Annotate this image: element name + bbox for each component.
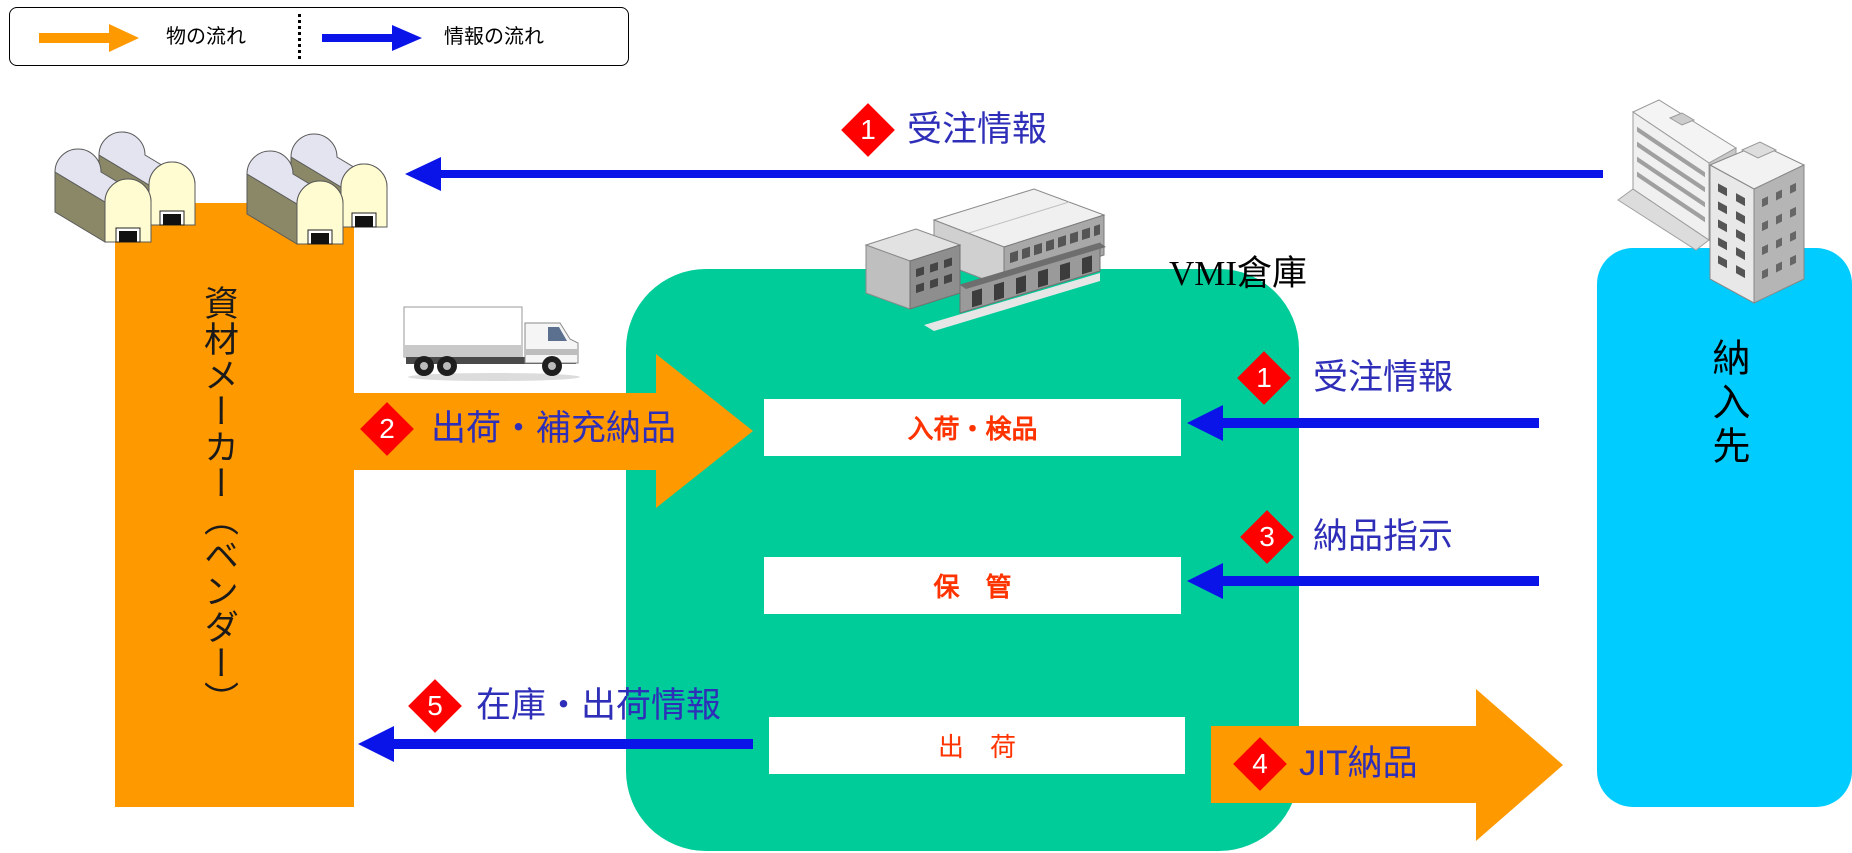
step-label: 入荷・検品 (907, 414, 1038, 444)
step-number: 4 (1252, 748, 1268, 779)
flow-label: 受注情報 (907, 110, 1048, 149)
flow-tag-jit-delivery: 4 JIT納品 (1233, 737, 1417, 791)
flow-label: 出荷・補充納品 (431, 409, 677, 448)
replenishment-goods-arrow (354, 354, 753, 508)
order-info-arrow-to-vendor (405, 157, 1603, 191)
delivery-instruction-arrow (1187, 563, 1539, 599)
step-shipping: 出 荷 (769, 717, 1185, 774)
vendor-label: 資材メーカー（ベンダー） (199, 285, 238, 717)
step-number: 1 (860, 114, 876, 145)
flow-tag-order-to-vendor: 1 受注情報 (841, 103, 1047, 157)
factory-icon (246, 133, 388, 245)
info-flow-legend-label: 情報の流れ (444, 26, 544, 48)
step-number: 2 (379, 413, 395, 444)
step-receiving-inspection: 入荷・検品 (764, 399, 1181, 456)
inventory-info-arrow-to-vendor (358, 726, 753, 762)
flow-label: 納品指示 (1313, 517, 1454, 556)
warehouse-icon (864, 188, 1106, 331)
flow-tag-order-to-warehouse: 1 受注情報 (1237, 351, 1453, 405)
step-storage: 保 管 (764, 557, 1181, 614)
factory-icon (54, 131, 196, 243)
step-number-badge: 2 (360, 402, 414, 456)
order-info-arrow-to-warehouse (1187, 405, 1539, 441)
step-label: 保 管 (933, 572, 1012, 602)
office-building-icon (1617, 99, 1806, 304)
step-number-badge: 4 (1233, 737, 1287, 791)
flow-tag-shipment-replenishment: 2 出荷・補充納品 (360, 402, 676, 456)
step-number-badge: 5 (408, 679, 462, 733)
warehouse-title: VMI倉庫 (1169, 254, 1308, 293)
step-number: 5 (427, 690, 443, 721)
step-number-badge: 3 (1240, 510, 1294, 564)
legend-divider (298, 14, 301, 59)
goods-flow-legend-label: 物の流れ (166, 26, 246, 48)
customer-box (1597, 248, 1852, 807)
flow-label: JIT納品 (1299, 744, 1418, 783)
step-number: 3 (1259, 521, 1275, 552)
customer-label: 納入先 (1706, 338, 1748, 470)
info-flow-legend-arrow (322, 25, 422, 51)
vendor-box (115, 203, 354, 807)
step-number-badge: 1 (1237, 351, 1291, 405)
step-number: 1 (1256, 362, 1272, 393)
flow-label: 在庫・出荷情報 (476, 686, 722, 725)
flow-label: 受注情報 (1313, 358, 1454, 397)
truck-icon (403, 306, 580, 381)
flow-tag-delivery-instruction: 3 納品指示 (1240, 510, 1453, 564)
legend: 物の流れ 情報の流れ (9, 7, 629, 66)
flow-tag-inventory-shipping-info: 5 在庫・出荷情報 (408, 679, 721, 733)
step-label: 出 荷 (937, 732, 1016, 762)
jit-delivery-goods-arrow (1211, 689, 1563, 841)
goods-flow-legend-arrow (39, 24, 139, 52)
step-number-badge: 1 (841, 103, 895, 157)
